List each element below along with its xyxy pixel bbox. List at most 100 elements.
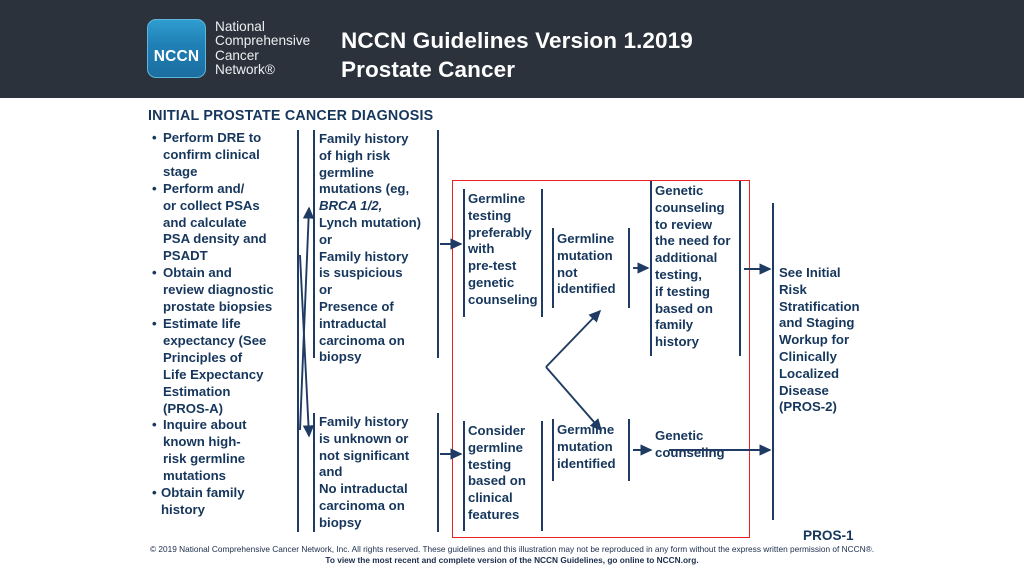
line: carcinoma on xyxy=(319,497,405,513)
line: counseling xyxy=(655,444,725,460)
logo-line-2: Comprehensive xyxy=(215,33,311,49)
rule-left-col4 xyxy=(552,228,554,308)
line: Germline xyxy=(557,422,615,437)
section-title: INITIAL PROSTATE CANCER DIAGNOSIS xyxy=(148,108,434,124)
line: Obtain family xyxy=(161,485,245,501)
line: Family history xyxy=(319,414,409,429)
line: with xyxy=(468,241,495,257)
line: intraductal xyxy=(319,315,387,331)
line: biopsy xyxy=(319,349,362,365)
line: Germline xyxy=(468,191,526,206)
rule-left-col2 xyxy=(313,130,315,358)
rule-right-col2b xyxy=(437,413,439,532)
rule-left-col2b xyxy=(313,413,315,532)
rule-right-col2 xyxy=(437,130,439,358)
line: (PROS-A) xyxy=(163,400,224,416)
family-history-not-significant-box: Family history is unknown or not signifi… xyxy=(319,414,439,532)
page-title-line-2: Prostate Cancer xyxy=(341,57,516,82)
right-gutter xyxy=(894,98,1024,586)
nccn-logo: NCCN National Comprehensive Cancer Netwo… xyxy=(147,19,310,78)
line: Family history xyxy=(319,248,409,264)
line: additional xyxy=(655,250,718,266)
line: mutations xyxy=(163,468,227,484)
nccn-logo-badge-text: NCCN xyxy=(153,48,200,65)
line: Perform DRE to xyxy=(163,130,262,145)
line: (PROS-2) xyxy=(779,399,837,415)
line: carcinoma on xyxy=(319,332,405,348)
line: testing xyxy=(468,207,512,223)
line: Clinically xyxy=(779,348,837,364)
line: history xyxy=(161,501,205,517)
list-item: Estimate life expectancy (See Principles… xyxy=(152,316,302,417)
initial-workup-list: Perform DRE to confirm clinical stage Pe… xyxy=(152,130,302,519)
line: See Initial xyxy=(779,265,841,280)
line: or xyxy=(319,231,333,247)
page-header: NCCN National Comprehensive Cancer Netwo… xyxy=(0,0,1024,98)
line: Obtain and xyxy=(163,265,232,281)
line: is suspicious xyxy=(319,265,403,281)
rule-left-col3 xyxy=(463,189,465,317)
line: Perform and/ xyxy=(163,180,245,196)
logo-line-4: Network® xyxy=(215,61,275,77)
nccn-logo-wordmark: National Comprehensive Cancer Network® xyxy=(215,18,311,77)
rule-right-col5 xyxy=(739,181,741,356)
germline-mutation-identified-box: Germline mutation identified xyxy=(557,422,629,472)
line: identified xyxy=(557,455,616,471)
line: germline xyxy=(468,439,523,455)
page-code-label: PROS-1 xyxy=(803,528,854,543)
line: PSADT xyxy=(163,248,208,264)
line: family xyxy=(655,317,694,333)
line: expectancy (See xyxy=(163,332,267,348)
rule-right-col3b xyxy=(541,421,543,531)
next-step-box: See Initial Risk Stratification and Stag… xyxy=(779,265,879,416)
line: or xyxy=(319,282,333,298)
line: not xyxy=(557,264,578,280)
line: features xyxy=(468,506,520,522)
line: mutation xyxy=(557,438,613,454)
line: identified xyxy=(557,281,616,297)
line: and Staging xyxy=(779,315,855,331)
list-item: Obtain and review diagnostic prostate bi… xyxy=(152,265,302,316)
germline-mutation-not-identified-box: Germline mutation not identified xyxy=(557,231,629,298)
line: mutations (eg, xyxy=(319,181,410,197)
rule-right-col4 xyxy=(628,228,630,308)
line: Family history xyxy=(319,131,409,146)
line: preferably xyxy=(468,224,532,240)
footer: © 2019 National Comprehensive Cancer Net… xyxy=(0,544,1024,566)
line: review diagnostic xyxy=(163,282,274,298)
line: Consider xyxy=(468,423,526,438)
line: Principles of xyxy=(163,349,243,365)
page-title: NCCN Guidelines Version 1.2019 Prostate … xyxy=(341,26,693,84)
footer-url-line: To view the most recent and complete ver… xyxy=(325,555,699,566)
line: germline xyxy=(319,164,374,180)
line-italic-gene: BRCA 1/2, xyxy=(319,198,383,214)
logo-line-1: National xyxy=(215,18,265,34)
rule-left-col4b xyxy=(552,419,554,481)
line: testing, xyxy=(655,266,702,282)
list-item: Obtain family history xyxy=(152,485,302,519)
germline-testing-pretest-box: Germline testing preferably with pre-tes… xyxy=(468,191,544,309)
highlight-box xyxy=(452,180,750,538)
genetic-counseling-box: Genetic counseling xyxy=(655,428,745,462)
line: and calculate xyxy=(163,214,247,230)
line: of high risk xyxy=(319,147,391,163)
rule-left-col5 xyxy=(650,181,652,356)
nccn-logo-badge: NCCN xyxy=(147,19,206,78)
line: Inquire about xyxy=(163,417,247,433)
line: counseling xyxy=(655,199,725,215)
line: confirm clinical xyxy=(163,146,260,162)
line: based on xyxy=(655,300,713,316)
line: prostate biopsies xyxy=(163,299,273,315)
line: testing xyxy=(468,456,512,472)
line: Lynch mutation) xyxy=(319,214,422,230)
list-item: Inquire about known high- risk germline … xyxy=(152,417,302,485)
line: known high- xyxy=(163,434,241,450)
line: Disease xyxy=(779,382,829,398)
line: Genetic xyxy=(655,183,704,198)
rule-left-col6 xyxy=(772,203,774,520)
rule-right-col3 xyxy=(541,189,543,317)
line: Estimate life xyxy=(163,315,241,331)
line: Genetic xyxy=(655,428,704,443)
rule-left-col3b xyxy=(463,421,465,531)
